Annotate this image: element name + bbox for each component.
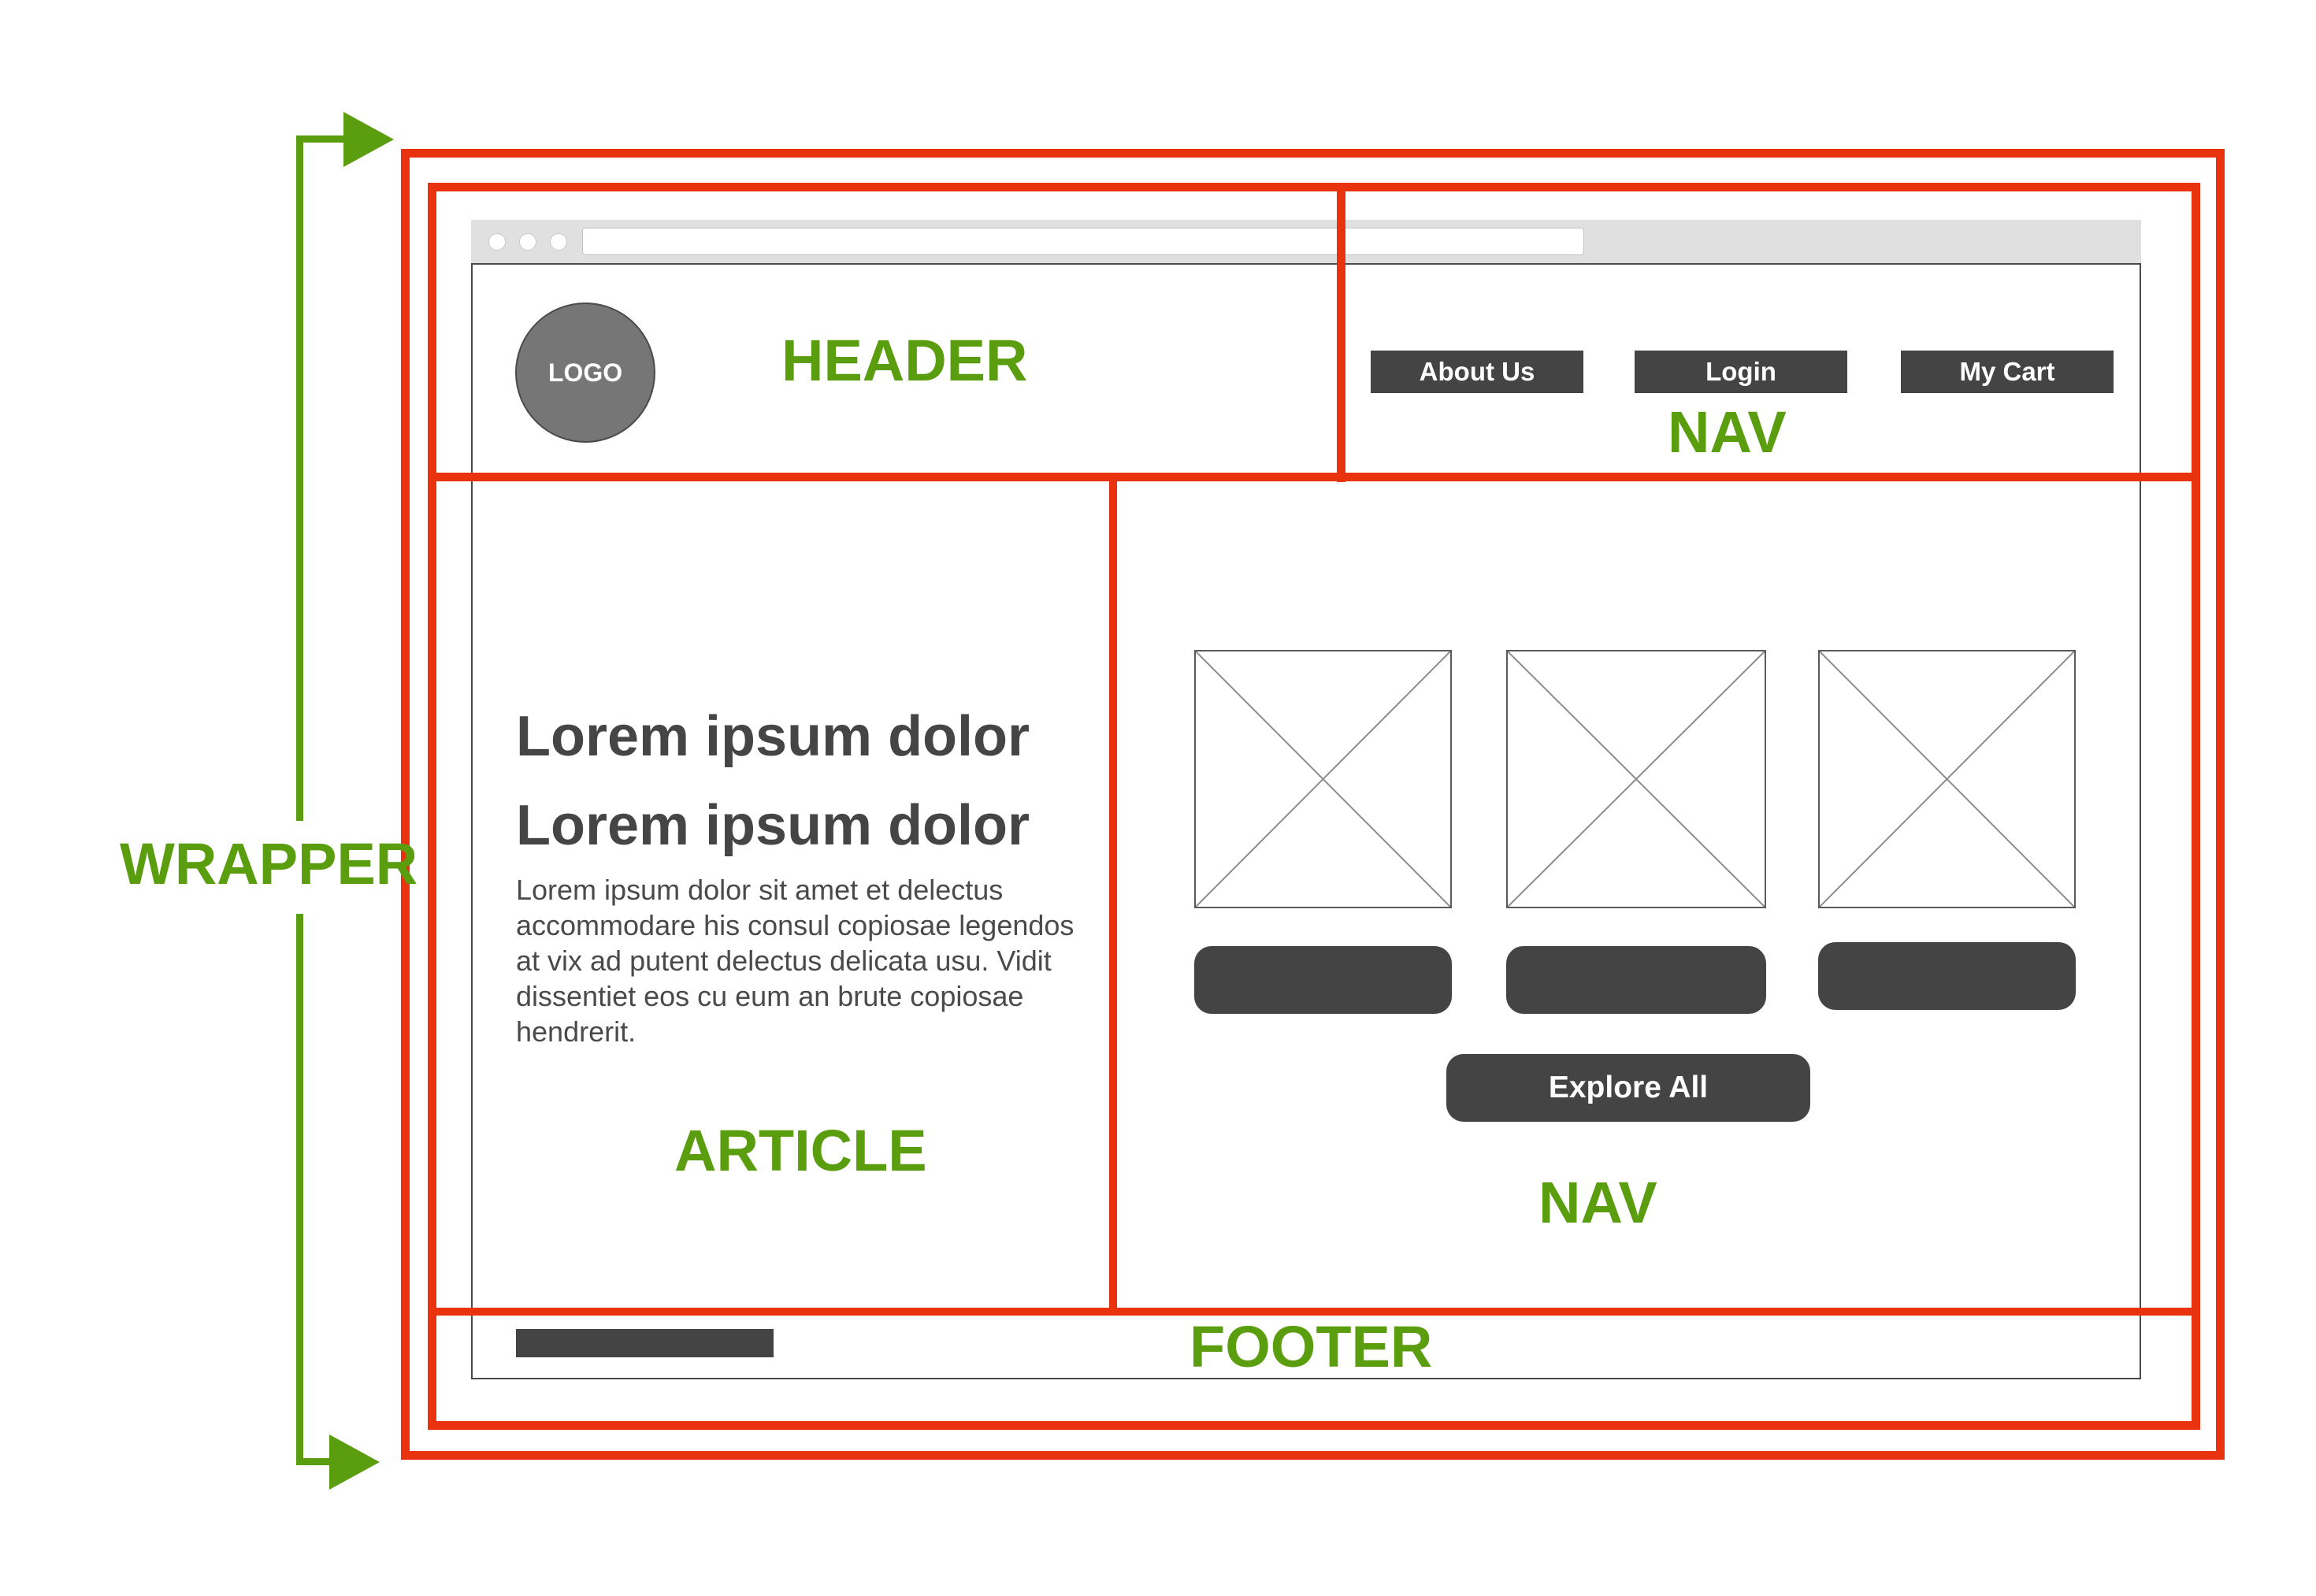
address-bar[interactable] (582, 228, 1584, 255)
footer-label: FOOTER (1190, 1314, 1433, 1379)
article-paragraph: Lorem ipsum dolor sit amet et delectus a… (516, 874, 1074, 1048)
image-placeholder-icon (1818, 650, 2076, 908)
wrapper-bracket (296, 914, 303, 1465)
arrow-right-icon (343, 112, 394, 167)
inner-outline (428, 183, 2200, 1430)
wrapper-outline (401, 149, 2225, 1460)
footer-top-divider (434, 1308, 2194, 1316)
window-dot-icon (550, 233, 567, 251)
explore-all-button[interactable]: Explore All (1446, 1054, 1810, 1122)
window-dot-icon (488, 233, 506, 251)
wrapper-bracket (296, 1458, 351, 1465)
wrapper-bracket (296, 135, 351, 143)
nav-top-label: NAV (1668, 399, 1787, 465)
nav-my-cart-button[interactable]: My Cart (1901, 351, 2114, 393)
image-placeholder-icon (1194, 650, 1452, 908)
logo: LOGO (515, 302, 655, 443)
header-nav-divider (1337, 189, 1345, 482)
header-label: HEADER (781, 328, 1028, 393)
header-bottom-divider (434, 473, 2194, 481)
product-button[interactable] (1506, 946, 1766, 1014)
nav-main-label: NAV (1538, 1170, 1657, 1235)
article-nav-divider (1109, 479, 1117, 1314)
nav-login-button[interactable]: Login (1635, 351, 1847, 393)
article-headline: Lorem ipsum dolor (516, 794, 1030, 857)
article-headline: Lorem ipsum dolor (516, 705, 1030, 768)
image-placeholder-icon (1506, 650, 1766, 908)
wrapper-bracket (296, 135, 303, 821)
product-button[interactable] (1194, 946, 1452, 1014)
arrow-right-icon (329, 1435, 380, 1490)
window-dot-icon (519, 233, 536, 251)
nav-about-us-button[interactable]: About Us (1371, 351, 1583, 393)
product-button[interactable] (1818, 942, 2076, 1010)
footer-bar (516, 1329, 774, 1357)
wrapper-label: WRAPPER (120, 831, 418, 896)
article-label: ARTICLE (674, 1118, 927, 1183)
